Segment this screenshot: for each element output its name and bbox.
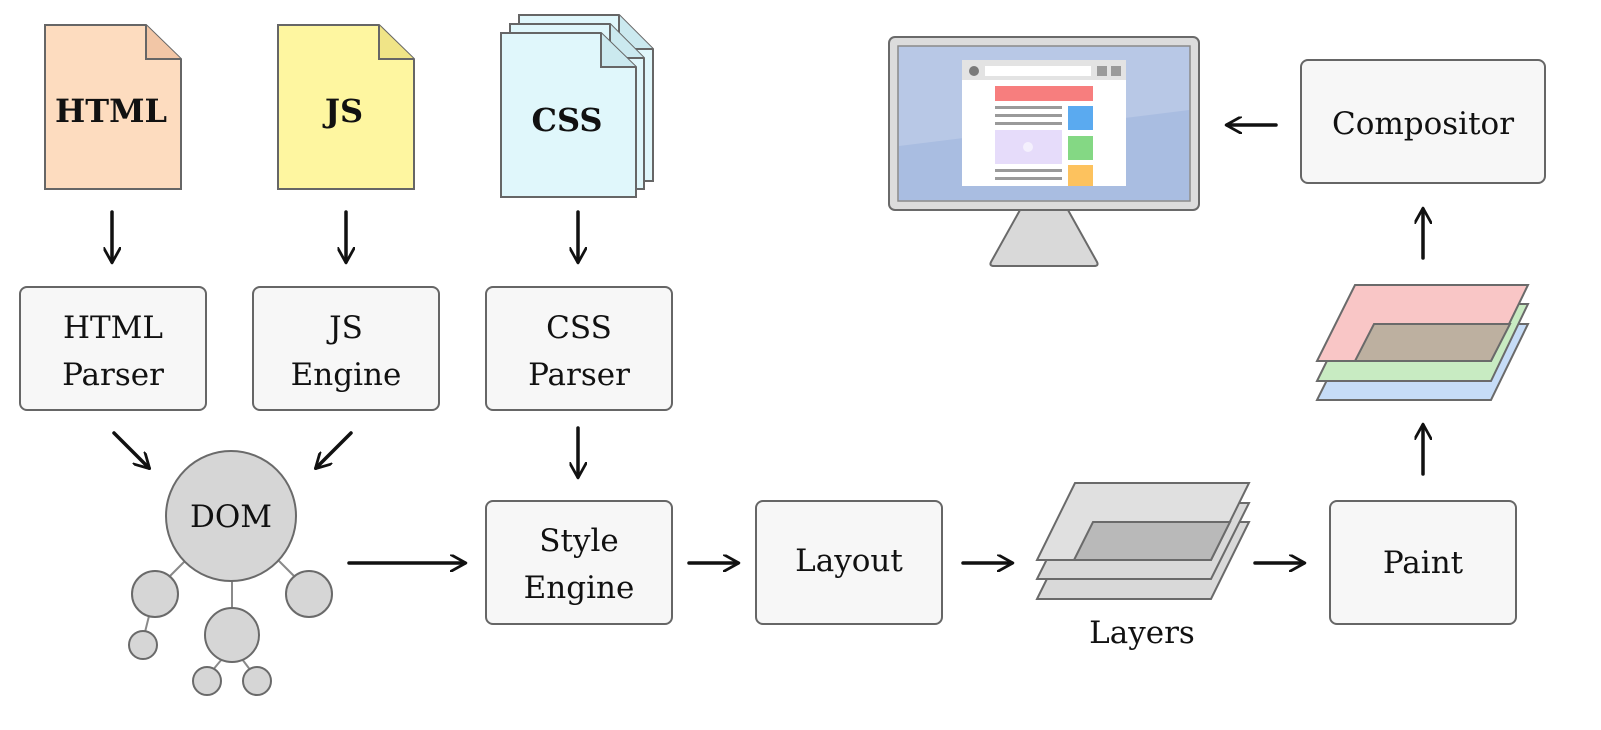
layers-label: Layers [1089,615,1195,651]
svg-text:CSS: CSS [546,310,612,346]
css-files-icon: CSS [500,14,654,198]
dom-tree: DOM [128,450,333,696]
compositor-box: Compositor [1300,59,1546,184]
svg-text:Compositor: Compositor [1332,106,1514,142]
css-file-label: CSS [532,101,603,139]
svg-text:Parser: Parser [62,357,164,393]
style-engine-box: Style Engine [485,500,673,625]
css-parser-box: CSS Parser [485,286,673,411]
monitor-icon [888,36,1200,267]
layers-stack-icon: Layers [1035,482,1251,651]
html-parser-box: HTML Parser [19,286,207,411]
svg-text:Style: Style [539,523,618,559]
arrow-parser-to-dom [112,431,149,468]
arrow-engine-to-dom [316,431,353,468]
svg-text:HTML: HTML [63,310,163,346]
svg-text:Parser: Parser [528,357,630,393]
dom-root-node [165,450,297,582]
html-file-label: HTML [55,92,167,130]
js-file-label: JS [322,92,363,130]
svg-text:JS: JS [326,310,363,346]
svg-text:Engine: Engine [291,357,402,393]
colored-layers-icon [1315,284,1530,401]
svg-text:Paint: Paint [1383,545,1464,581]
svg-text:Engine: Engine [524,570,635,606]
js-file-icon: JS [277,24,415,190]
paint-box: Paint [1329,500,1517,625]
browser-window-icon [962,60,1126,186]
layout-box: Layout [755,500,943,625]
dom-label: DOM [190,499,272,535]
html-file-icon: HTML [44,24,182,190]
js-engine-box: JS Engine [252,286,440,411]
svg-text:Layout: Layout [795,543,903,579]
